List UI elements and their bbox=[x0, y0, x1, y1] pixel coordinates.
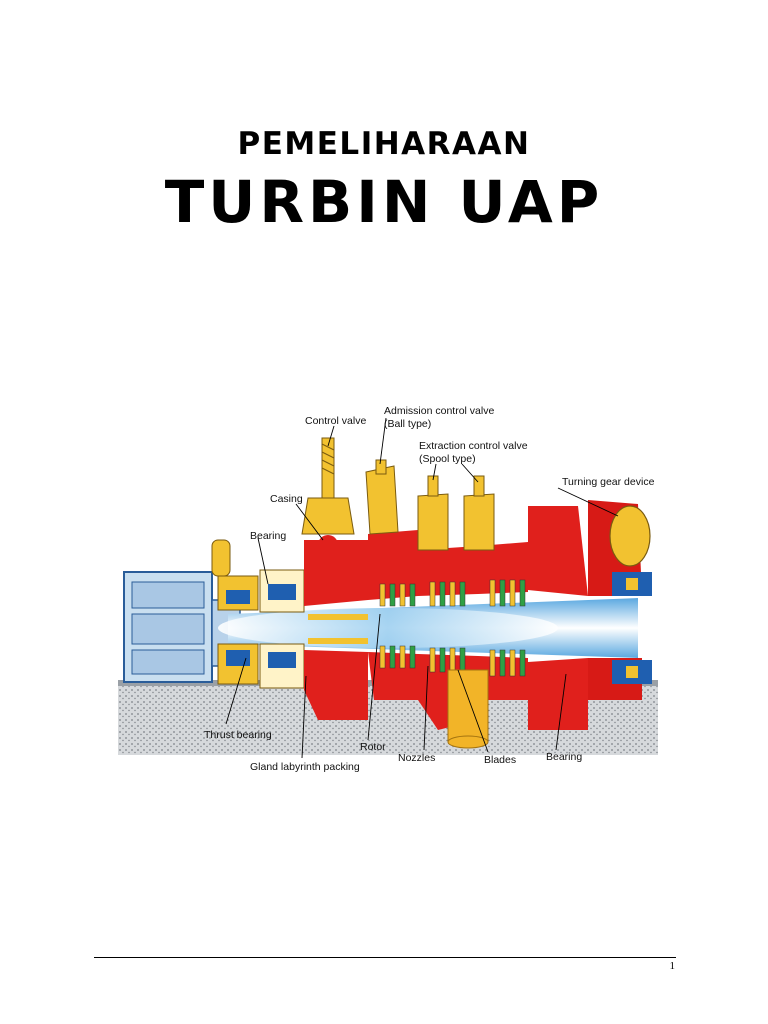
label-control-valve: Control valve bbox=[305, 415, 366, 427]
label-bearing-bottom: Bearing bbox=[546, 751, 582, 763]
valves bbox=[301, 437, 495, 555]
rear-bearing bbox=[612, 572, 652, 684]
label-nozzles: Nozzles bbox=[398, 752, 435, 764]
label-extraction-control-valve: Extraction control valve bbox=[419, 440, 528, 452]
label-thrust-bearing: Thrust bearing bbox=[204, 729, 272, 741]
label-extraction-spool-type: (Spool type) bbox=[419, 453, 476, 465]
turning-gear-device bbox=[609, 505, 651, 567]
label-rotor: Rotor bbox=[360, 741, 386, 753]
turbine-cutaway-figure: Control valve Admission control valve (B… bbox=[118, 400, 658, 780]
turbine-cutaway-diagram: Control valve Admission control valve (B… bbox=[118, 405, 658, 773]
document-title: TURBIN UAP bbox=[164, 168, 604, 236]
front-bearing-housing bbox=[211, 539, 305, 689]
label-bearing-top: Bearing bbox=[250, 530, 286, 542]
label-admission-control-valve: Admission control valve bbox=[384, 405, 494, 417]
label-turning-gear-device: Turning gear device bbox=[562, 476, 655, 488]
document-subtitle: PEMELIHARAAN bbox=[237, 126, 531, 162]
leader-lines bbox=[225, 417, 619, 759]
label-casing: Casing bbox=[270, 493, 303, 505]
label-gland-labyrinth-packing: Gland labyrinth packing bbox=[250, 761, 360, 773]
label-blades: Blades bbox=[484, 754, 516, 766]
generator-block bbox=[123, 571, 241, 683]
label-admission-ball-type: (Ball type) bbox=[384, 418, 431, 430]
footer-rule bbox=[94, 957, 676, 958]
steam-flow bbox=[218, 608, 558, 648]
blade-rows bbox=[379, 579, 526, 677]
page-number: 1 bbox=[669, 960, 676, 972]
